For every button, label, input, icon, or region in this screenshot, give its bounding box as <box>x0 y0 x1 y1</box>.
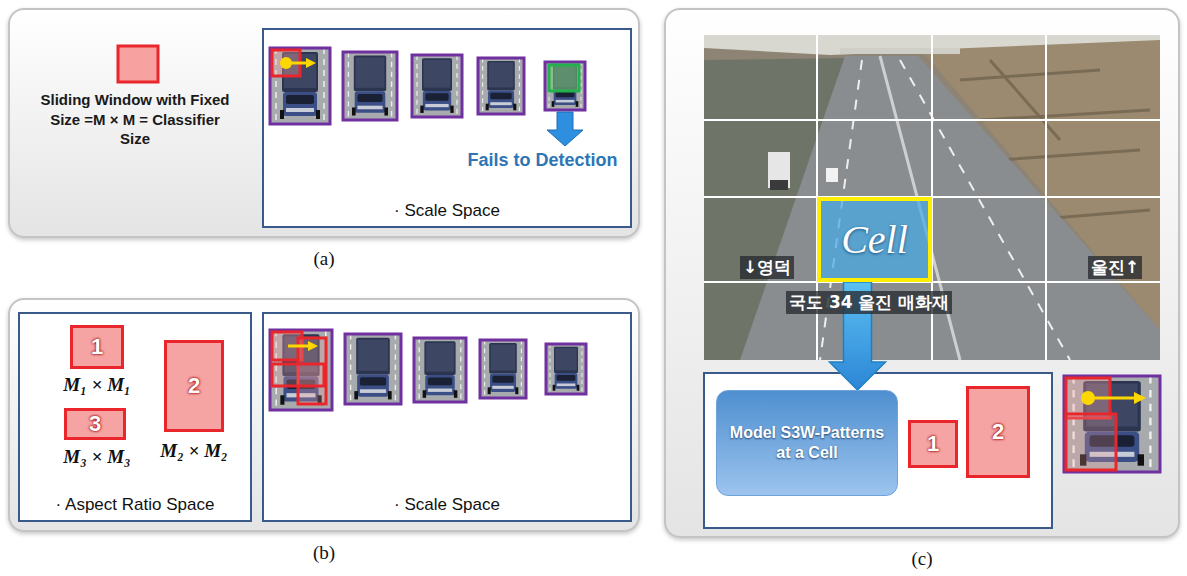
window-box: 2 <box>164 340 224 432</box>
sign-text: 울진↑ <box>1088 256 1142 279</box>
window-caption-holder: Sliding Window with Fixed Size =M × M = … <box>40 90 230 149</box>
truck-scale-row <box>545 62 585 110</box>
box-ground <box>18 312 252 522</box>
window-box-text: 2 <box>992 419 1004 445</box>
size-label-holder: M₃ × M₃ <box>40 446 154 468</box>
model-box: Model S3W-Patterns at a Cell <box>716 390 898 496</box>
size-label: M₁ × M₁ <box>63 374 130 396</box>
truck-scale-row <box>480 340 526 398</box>
truck-scale-row <box>270 330 332 410</box>
panel: (b)· Aspect Ratio Space123· Scale Space <box>8 298 640 532</box>
sign-text: ↓영덕 <box>740 256 794 279</box>
window-box: 2 <box>966 386 1030 478</box>
panel-ground <box>664 8 1180 538</box>
model-box-text: Model S3W-Patterns at a Cell <box>723 423 891 463</box>
cell-grid <box>704 281 1160 283</box>
truck-scale-row <box>478 58 524 114</box>
road-photo <box>840 48 960 54</box>
window-box-text: 3 <box>89 411 101 437</box>
road-photo <box>826 168 838 182</box>
size-label-holder: M₂ × M₂ <box>138 440 250 462</box>
size-label: M₂ × M₂ <box>160 440 227 462</box>
truck-scale-row <box>345 334 401 404</box>
panel-text: (b) <box>313 542 335 564</box>
windows-on-truck <box>272 332 326 404</box>
failure-note: Fails to Detection <box>467 150 617 171</box>
road-photo <box>770 180 788 190</box>
truck-sample <box>1064 376 1160 472</box>
aspect-ratio-box-text: · Aspect Ratio Space <box>56 495 215 515</box>
windows-on-truck <box>272 364 324 386</box>
truck-sample <box>1088 397 1136 400</box>
truck-scale-row <box>270 48 330 124</box>
pattern-box <box>704 373 1052 528</box>
truck-scale-row <box>343 52 397 120</box>
size-label: M₃ × M₃ <box>63 446 130 468</box>
sign-text-holder: ↓영덕 <box>740 256 812 279</box>
truck-sample <box>1081 391 1095 405</box>
cell-box: Cell <box>817 197 932 282</box>
windows-on-truck <box>288 345 310 348</box>
windows-on-truck <box>308 341 318 351</box>
overlay-text: 국도 34 울진 매화재 <box>786 291 952 314</box>
window-box-text: 1 <box>91 334 103 360</box>
panel-text: (a) <box>313 248 334 270</box>
size-label-holder: M₁ × M₁ <box>40 374 154 396</box>
cell-grid <box>704 196 1160 198</box>
window-box: 1 <box>70 325 124 369</box>
detected-window <box>549 65 579 91</box>
truck-scale-row <box>412 55 462 117</box>
window-box-text: 1 <box>927 431 939 457</box>
truck-scale-row <box>414 338 466 402</box>
sliding-window-sample <box>118 46 158 82</box>
road-photo <box>704 35 1160 360</box>
window-on-truck <box>272 50 316 76</box>
box-ground <box>262 28 632 228</box>
sign-text-holder: 울진↑ <box>1088 256 1158 279</box>
panel-ground <box>8 8 640 238</box>
truck-sample <box>1134 392 1146 404</box>
overlay-text-holder: 국도 34 울진 매화재 <box>786 291 1058 314</box>
truck-scale-row <box>345 334 401 404</box>
panel-ground <box>8 298 640 532</box>
panel-text: (c) <box>911 548 932 570</box>
window-box: 1 <box>908 420 958 468</box>
window-box-text: 2 <box>188 373 200 399</box>
cell-grid <box>704 35 1160 360</box>
truck-scale-row <box>343 52 397 120</box>
window-on-truck <box>306 58 316 68</box>
truck-sample <box>1064 376 1160 472</box>
truck-scale-row <box>270 48 330 124</box>
failure-note-holder: Fails to Detection <box>440 150 645 171</box>
cell-grid <box>704 119 1160 121</box>
truck-scale-row <box>270 48 585 124</box>
scale-space-box: · Scale Space <box>262 312 632 522</box>
cell-box-text: Cell <box>841 216 908 263</box>
truck-sample <box>1064 376 1160 472</box>
truck-scale-row <box>545 62 585 110</box>
box-ground <box>262 312 632 522</box>
scale-space-box-text: · Scale Space <box>394 495 500 515</box>
window-on-truck <box>280 57 292 69</box>
truck-scale-row <box>412 55 462 117</box>
truck-scale-row <box>270 330 586 410</box>
scale-space-box-text: · Scale Space <box>394 201 500 221</box>
window-caption: Sliding Window with Fixed Size =M × M = … <box>40 90 230 149</box>
truck-sample <box>1066 414 1116 470</box>
truck-scale-row <box>546 344 586 394</box>
scale-space-box: · Scale Space <box>262 28 632 228</box>
truck-scale-row <box>414 338 466 402</box>
down-arrow <box>547 112 583 146</box>
truck-scale-row <box>478 58 524 114</box>
aspect-ratio-box: · Aspect Ratio Space 1 2 3 <box>18 312 252 522</box>
road-photo <box>740 56 1160 360</box>
road-photo <box>704 35 1160 360</box>
truck-scale-row <box>480 340 526 398</box>
truck-scale-row <box>546 344 586 394</box>
window-box: 3 <box>64 408 126 440</box>
truck-scale-row <box>270 330 332 410</box>
